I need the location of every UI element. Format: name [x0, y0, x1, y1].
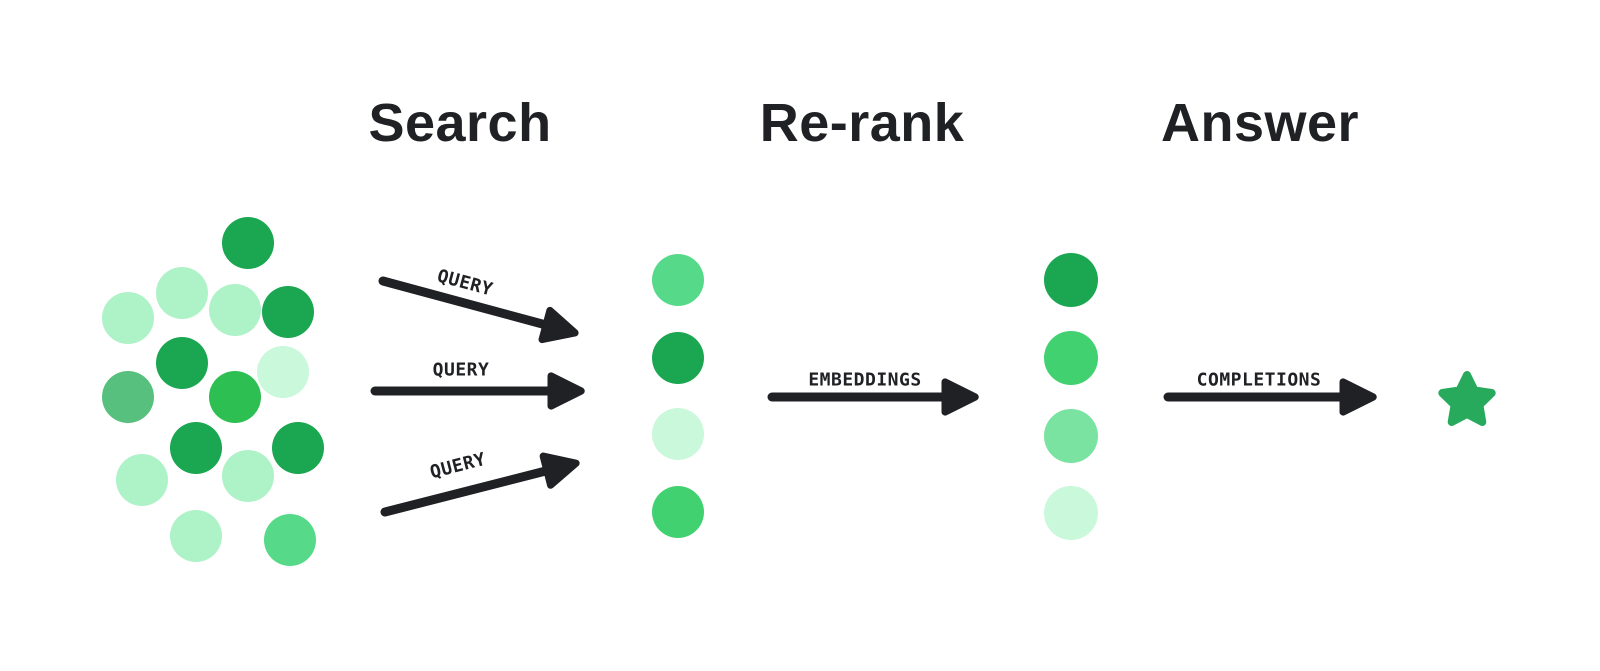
document-dot: [1044, 409, 1098, 463]
document-dot: [652, 408, 704, 460]
document-dot: [209, 371, 261, 423]
stage-title-answer: Answer: [1160, 93, 1360, 153]
completions-arrow-label: COMPLETIONS: [1196, 369, 1322, 391]
document-dot: [170, 422, 222, 474]
document-dot: [262, 286, 314, 338]
document-dot: [652, 254, 704, 306]
document-dot: [102, 292, 154, 344]
document-dot: [170, 510, 222, 562]
query-arrow-2-label: QUERY: [432, 359, 490, 381]
document-dot: [209, 284, 261, 336]
document-dot: [652, 332, 704, 384]
document-dot: [264, 514, 316, 566]
query-arrow-1: [378, 276, 579, 344]
document-dot: [257, 346, 309, 398]
document-dot: [272, 422, 324, 474]
answer-star-icon: [1438, 371, 1496, 426]
stage-title-search: Search: [368, 93, 552, 153]
document-dot: [652, 486, 704, 538]
embeddings-arrow-label: EMBEDDINGS: [808, 369, 922, 391]
document-dot: [1044, 253, 1098, 307]
document-dot: [156, 337, 208, 389]
query-arrow-3: [380, 452, 580, 517]
document-dot: [102, 371, 154, 423]
stage-title-rerank: Re-rank: [759, 93, 965, 153]
document-dot: [1044, 331, 1098, 385]
document-dot: [222, 217, 274, 269]
document-dot: [1044, 486, 1098, 540]
document-dot: [116, 454, 168, 506]
document-dot: [156, 267, 208, 319]
document-dot: [222, 450, 274, 502]
